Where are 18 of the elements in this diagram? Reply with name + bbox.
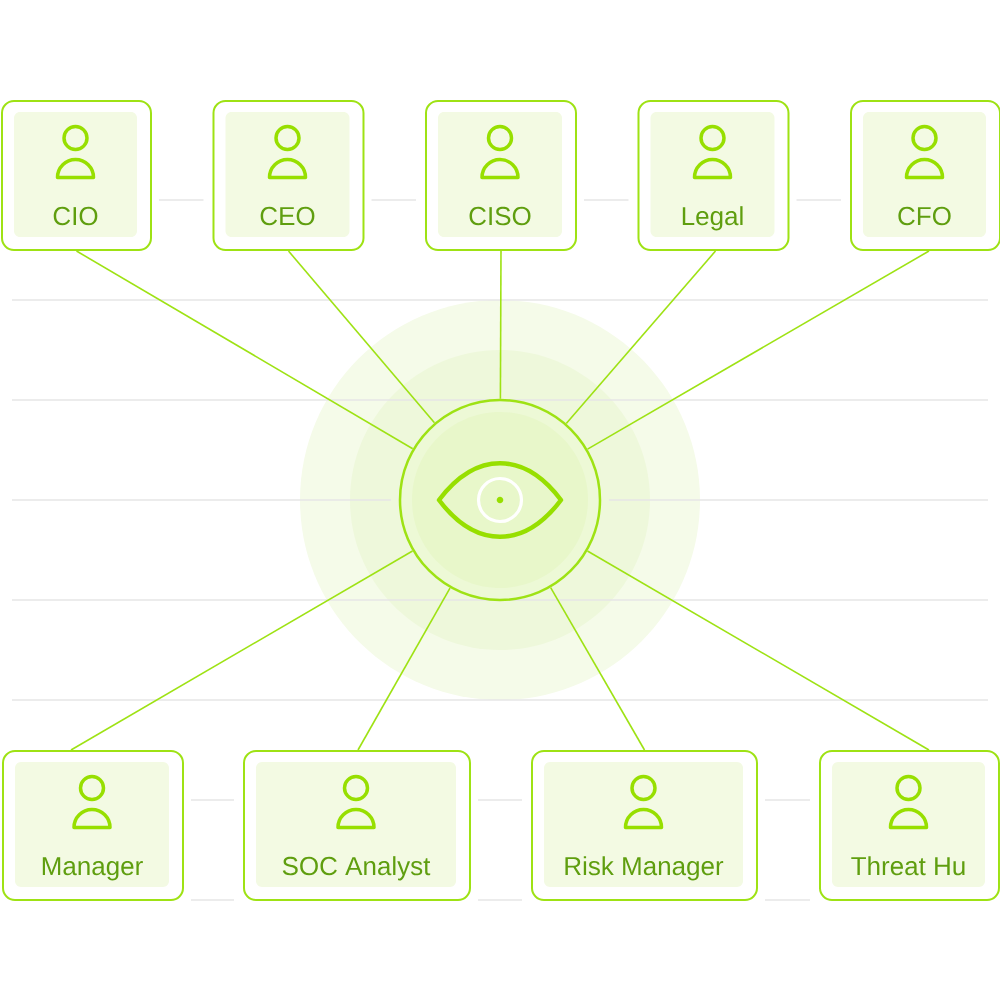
connector-line	[499, 250, 502, 400]
connector-line	[565, 250, 717, 425]
person-card: Risk Manager	[531, 750, 758, 901]
connector-line	[586, 550, 930, 751]
person-card: CFO	[850, 100, 1000, 251]
connector-line	[586, 250, 930, 450]
connector-line	[70, 550, 414, 751]
connector-line	[287, 250, 436, 424]
person-card: CISO	[425, 100, 577, 251]
person-card: Manager	[2, 750, 184, 901]
person-card: CIO	[1, 100, 152, 251]
person-card: SOC Analyst	[243, 750, 471, 901]
person-card: Threat Hu	[819, 750, 1000, 901]
connector-line	[357, 587, 451, 751]
connector-line	[549, 586, 646, 751]
person-card: CEO	[212, 100, 365, 251]
person-card: Legal	[637, 100, 790, 251]
connector-line	[75, 250, 414, 450]
